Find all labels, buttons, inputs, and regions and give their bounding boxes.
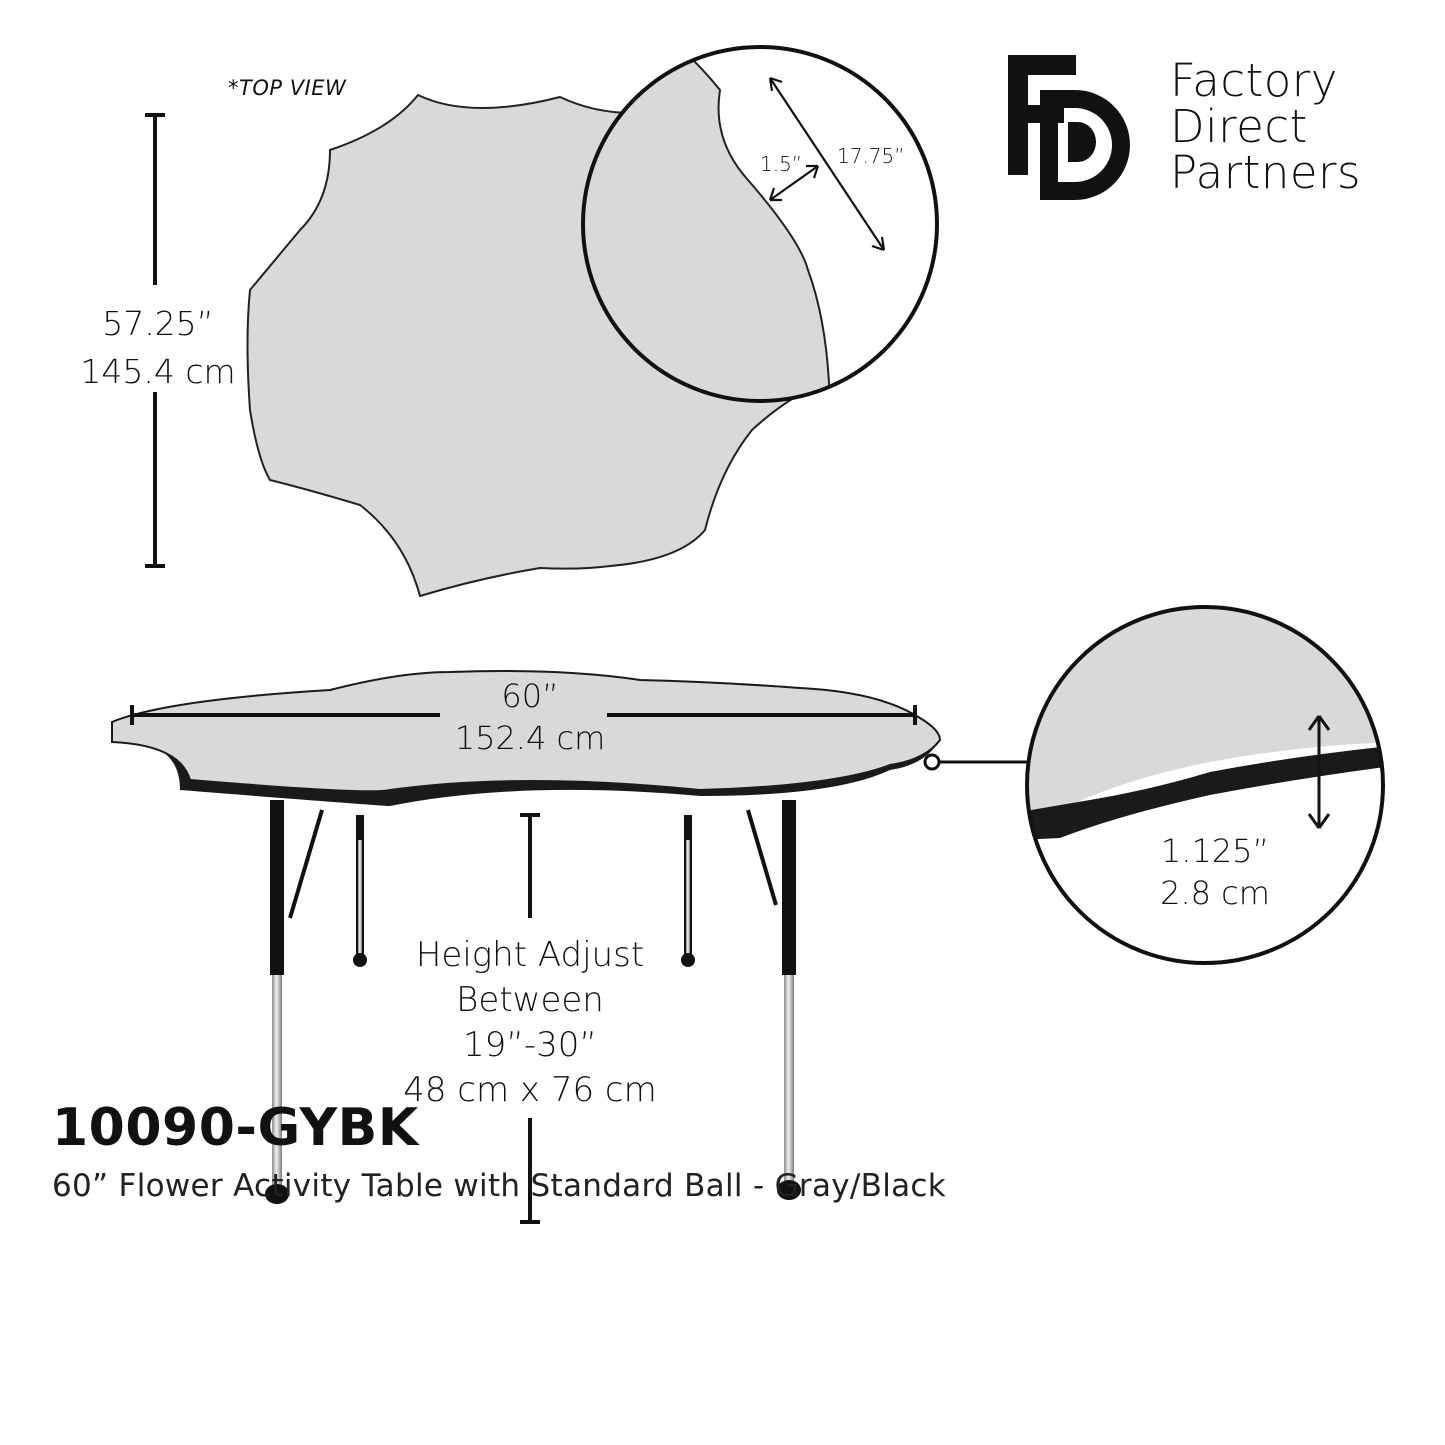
width-dimension: 60” 152.4 cm xyxy=(430,675,630,759)
brand-logo-icon xyxy=(1008,55,1130,200)
thickness-inches: 1.125” xyxy=(1160,832,1270,870)
height-adjust-line-2: Between xyxy=(456,980,604,1020)
width-centimeters: 152.4 cm xyxy=(454,719,606,757)
depth-inches: 57.25” xyxy=(102,304,214,343)
width-dimension-line xyxy=(130,705,917,725)
brand-line-2: Direct xyxy=(1170,100,1308,153)
thickness-centimeters: 2.8 cm xyxy=(1160,874,1270,912)
depth-dimension: 57.25” 145.4 cm xyxy=(78,300,238,396)
height-dimension-line xyxy=(520,813,540,1224)
brand-name: Factory Direct Partners xyxy=(1170,58,1361,196)
thickness-dimension: 1.125” 2.8 cm xyxy=(1115,830,1315,914)
edge-indent-label: 1.5” xyxy=(760,152,803,176)
thickness-leader xyxy=(923,753,1027,771)
top-view-label: *TOP VIEW xyxy=(228,76,347,100)
product-sku: 10090-GYBK xyxy=(52,1098,419,1158)
petal-span-label: 17.75” xyxy=(837,144,905,168)
depth-centimeters: 145.4 cm xyxy=(80,352,236,391)
depth-dimension-line xyxy=(145,113,165,568)
brand-line-3: Partners xyxy=(1170,146,1361,199)
thickness-detail-zoom xyxy=(1025,605,1385,965)
height-adjust-line-3: 19”-30” xyxy=(462,1025,598,1065)
height-adjust-label: Height Adjust Between 19”-30” 48 cm x 76… xyxy=(380,933,680,1113)
table-legs xyxy=(265,800,801,1204)
height-adjust-line-4: 48 cm x 76 cm xyxy=(403,1070,657,1110)
product-description: 60” Flower Activity Table with Standard … xyxy=(52,1168,947,1204)
width-inches: 60” xyxy=(501,677,559,715)
edge-detail-zoom xyxy=(581,45,939,403)
height-adjust-line-1: Height Adjust xyxy=(415,935,645,975)
table-side-view xyxy=(111,670,942,806)
brand-line-1: Factory xyxy=(1170,54,1338,107)
